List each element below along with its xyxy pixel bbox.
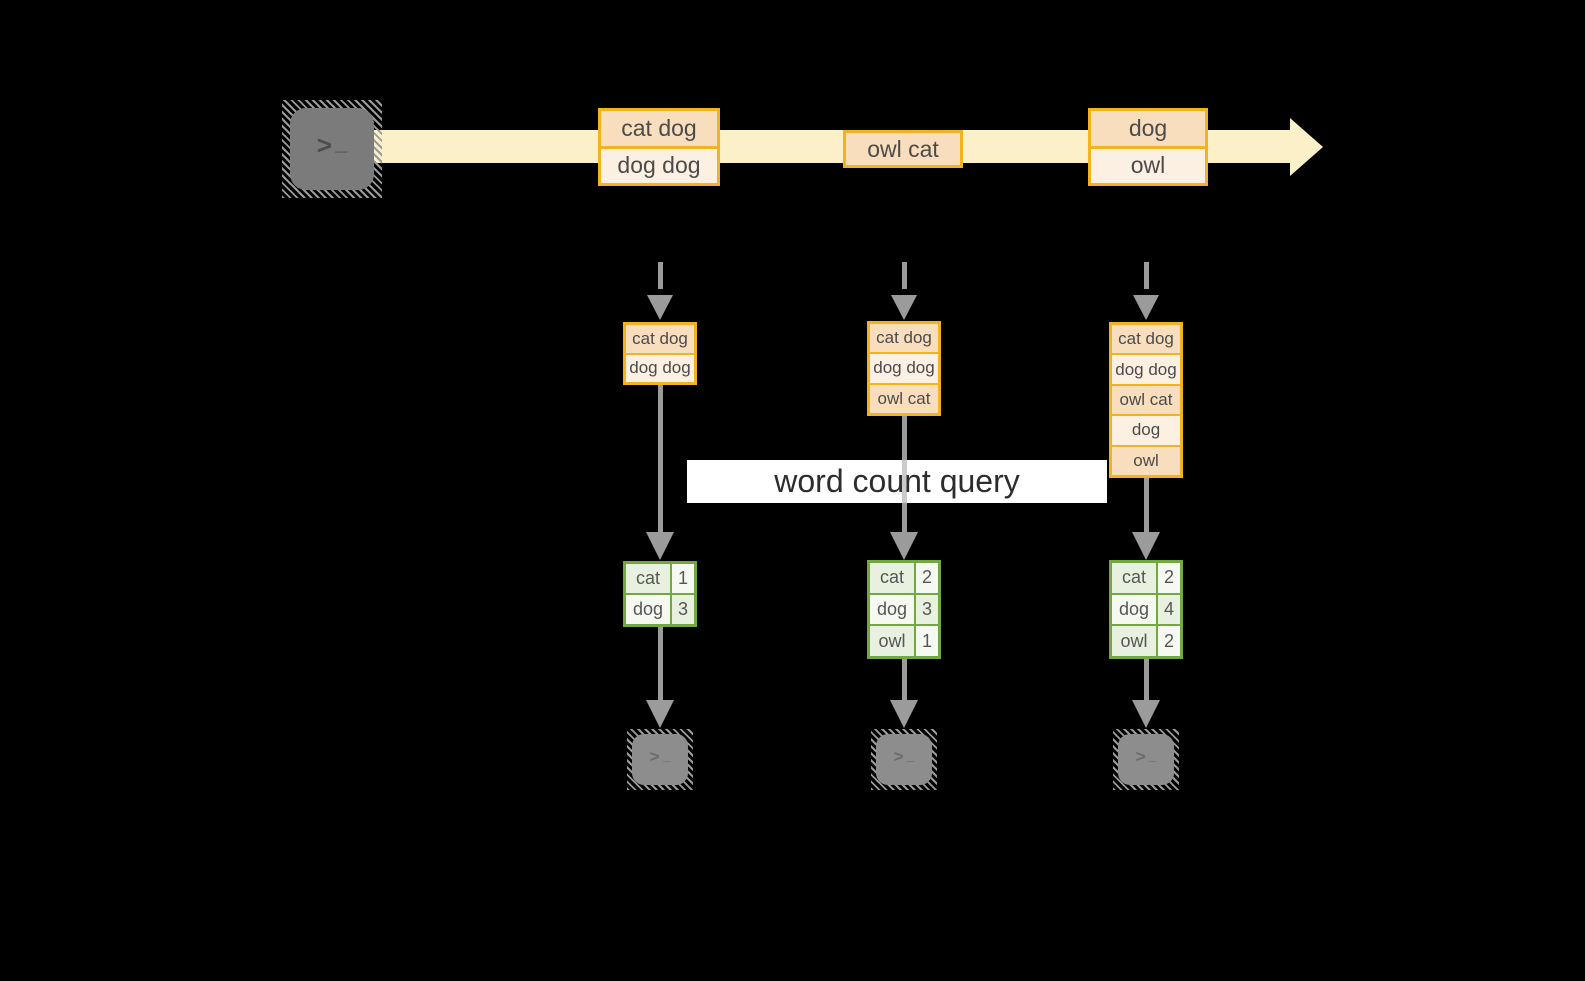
input-buffer-1: cat dog dog dog <box>623 322 697 385</box>
terminal-prompt-icon: > _ <box>649 747 671 768</box>
down-arrowhead-icon <box>646 532 674 560</box>
count-word-cell: cat <box>1112 563 1156 593</box>
buffer-row: owl cat <box>870 382 938 413</box>
prompt-underscore: _ <box>1148 747 1157 763</box>
output-terminal-icon: > _ <box>871 729 937 790</box>
buffer-row: dog <box>1112 414 1180 445</box>
query-label: word count query <box>687 460 1107 503</box>
dashed-arrow-segment <box>1144 262 1149 289</box>
batch-row: dog dog <box>601 145 717 183</box>
buffer-row: dog dog <box>870 352 938 383</box>
count-value-cell: 2 <box>916 563 938 593</box>
terminal-screen: > _ <box>632 734 688 785</box>
prompt-chevron: > <box>649 747 660 766</box>
down-arrowhead-icon <box>647 295 673 320</box>
source-terminal-icon: > _ <box>282 100 382 198</box>
terminal-prompt-icon: > _ <box>317 132 347 162</box>
count-word-cell: owl <box>1112 626 1156 656</box>
prompt-underscore: _ <box>906 747 915 763</box>
count-value-cell: 2 <box>1158 563 1180 593</box>
count-value-cell: 3 <box>672 595 694 624</box>
terminal-prompt-icon: > _ <box>893 747 915 768</box>
prompt-underscore: _ <box>662 747 671 763</box>
batch-row: cat dog <box>601 111 717 146</box>
count-word-cell: cat <box>870 563 914 593</box>
count-value-cell: 4 <box>1158 594 1180 625</box>
count-table-3: cat 2 dog 4 owl 2 <box>1109 560 1183 659</box>
count-word-cell: owl <box>870 626 914 656</box>
count-value-cell: 1 <box>916 626 938 656</box>
count-word-cell: cat <box>626 564 670 593</box>
batch-row: dog <box>1091 111 1205 146</box>
down-arrowhead-icon <box>1133 295 1159 320</box>
down-arrowhead-icon <box>1132 700 1160 728</box>
count-table-2: cat 2 dog 3 owl 1 <box>867 560 941 659</box>
output-terminal-icon: > _ <box>627 729 693 790</box>
stream-timeline-arrowhead-icon <box>1290 118 1323 176</box>
query-arrow-line <box>658 385 663 532</box>
query-arrow-line <box>1144 478 1149 532</box>
prompt-chevron: > <box>316 130 332 160</box>
down-arrowhead-icon <box>890 532 918 560</box>
buffer-row: dog dog <box>1112 353 1180 384</box>
count-word-cell: dog <box>1112 594 1156 625</box>
buffer-row: owl <box>1112 444 1180 476</box>
terminal-screen: > _ <box>290 108 374 190</box>
down-arrowhead-icon <box>891 295 917 320</box>
buffer-row: owl cat <box>1112 383 1180 415</box>
buffer-row: cat dog <box>626 325 694 353</box>
prompt-chevron: > <box>1135 747 1146 766</box>
batch-row: owl cat <box>846 133 960 165</box>
count-value-cell: 1 <box>672 564 694 593</box>
buffer-row: dog dog <box>626 352 694 382</box>
dashed-arrow-segment <box>658 262 663 289</box>
count-word-cell: dog <box>870 594 914 625</box>
down-arrowhead-icon <box>890 700 918 728</box>
prompt-chevron: > <box>893 747 904 766</box>
batch-row: owl <box>1091 145 1205 183</box>
output-arrow-line <box>1144 659 1149 700</box>
batch-box-3: dog owl <box>1088 108 1208 186</box>
prompt-underscore: _ <box>334 130 348 155</box>
input-buffer-3: cat dog dog dog owl cat dog owl <box>1109 322 1183 478</box>
terminal-screen: > _ <box>1118 734 1174 785</box>
batch-box-1: cat dog dog dog <box>598 108 720 186</box>
down-arrowhead-icon <box>646 700 674 728</box>
terminal-screen: > _ <box>876 734 932 785</box>
output-arrow-line <box>902 659 907 700</box>
output-arrow-line <box>658 627 663 700</box>
query-label-text: word count query <box>774 463 1020 499</box>
buffer-row: cat dog <box>870 324 938 353</box>
count-table-1: cat 1 dog 3 <box>623 561 697 627</box>
count-value-cell: 3 <box>916 594 938 625</box>
batch-box-2: owl cat <box>843 130 963 168</box>
count-word-cell: dog <box>626 595 670 624</box>
count-value-cell: 2 <box>1158 626 1180 656</box>
output-terminal-icon: > _ <box>1113 729 1179 790</box>
dashed-arrow-segment <box>902 262 907 289</box>
arrow-through-label <box>902 460 907 503</box>
terminal-prompt-icon: > _ <box>1135 747 1157 768</box>
input-buffer-2: cat dog dog dog owl cat <box>867 321 941 416</box>
buffer-row: cat dog <box>1112 325 1180 354</box>
down-arrowhead-icon <box>1132 532 1160 560</box>
